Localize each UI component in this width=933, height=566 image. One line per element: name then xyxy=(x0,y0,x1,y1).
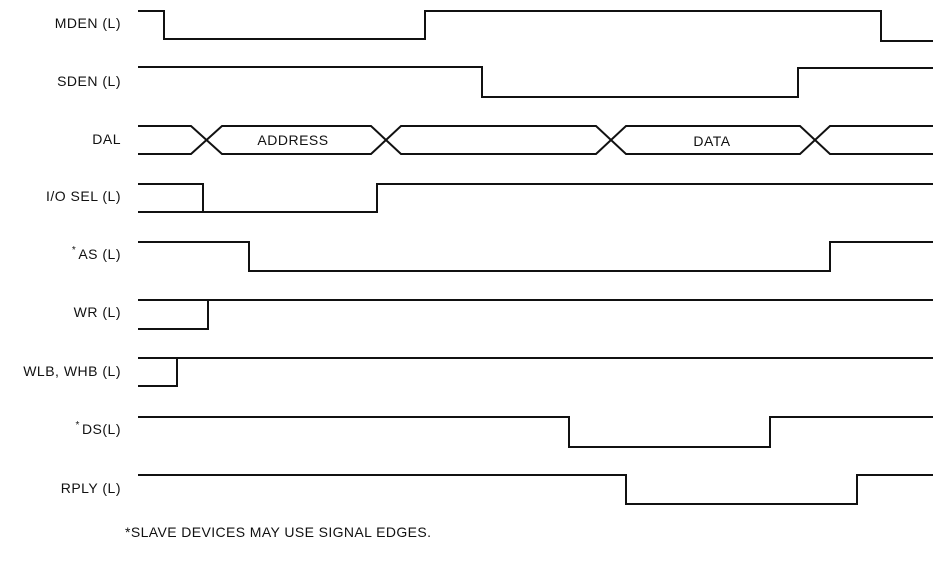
waveform-ds xyxy=(138,416,933,448)
waveform-sden xyxy=(138,66,933,98)
waveform-io-sel xyxy=(138,183,933,213)
waveform-as xyxy=(138,241,933,272)
signal-label-rply: RPLY (L) xyxy=(60,480,121,496)
waveform-mden xyxy=(138,10,933,42)
waveform-wr xyxy=(138,299,933,330)
waveform-wlb-whb xyxy=(138,357,933,387)
waveform-dal xyxy=(138,125,933,155)
signal-label-wlb-whb: WLB, WHB (L) xyxy=(23,363,121,379)
signal-label-io-sel: I/O SEL (L) xyxy=(45,188,121,204)
dal-address-label: ADDRESS xyxy=(257,132,328,148)
signal-label-sden: SDEN (L) xyxy=(57,73,121,89)
footnote: *SLAVE DEVICES MAY USE SIGNAL EDGES. xyxy=(125,524,432,540)
signal-label-as: *AS (L) xyxy=(71,245,121,262)
dal-data-label: DATA xyxy=(693,133,730,149)
signal-label-wr: WR (L) xyxy=(73,304,121,320)
signal-label-mden: MDEN (L) xyxy=(54,15,121,31)
waveform-rply xyxy=(138,474,933,505)
signal-label-dal: DAL xyxy=(92,131,121,147)
signal-label-ds: *DS(L) xyxy=(75,420,121,437)
